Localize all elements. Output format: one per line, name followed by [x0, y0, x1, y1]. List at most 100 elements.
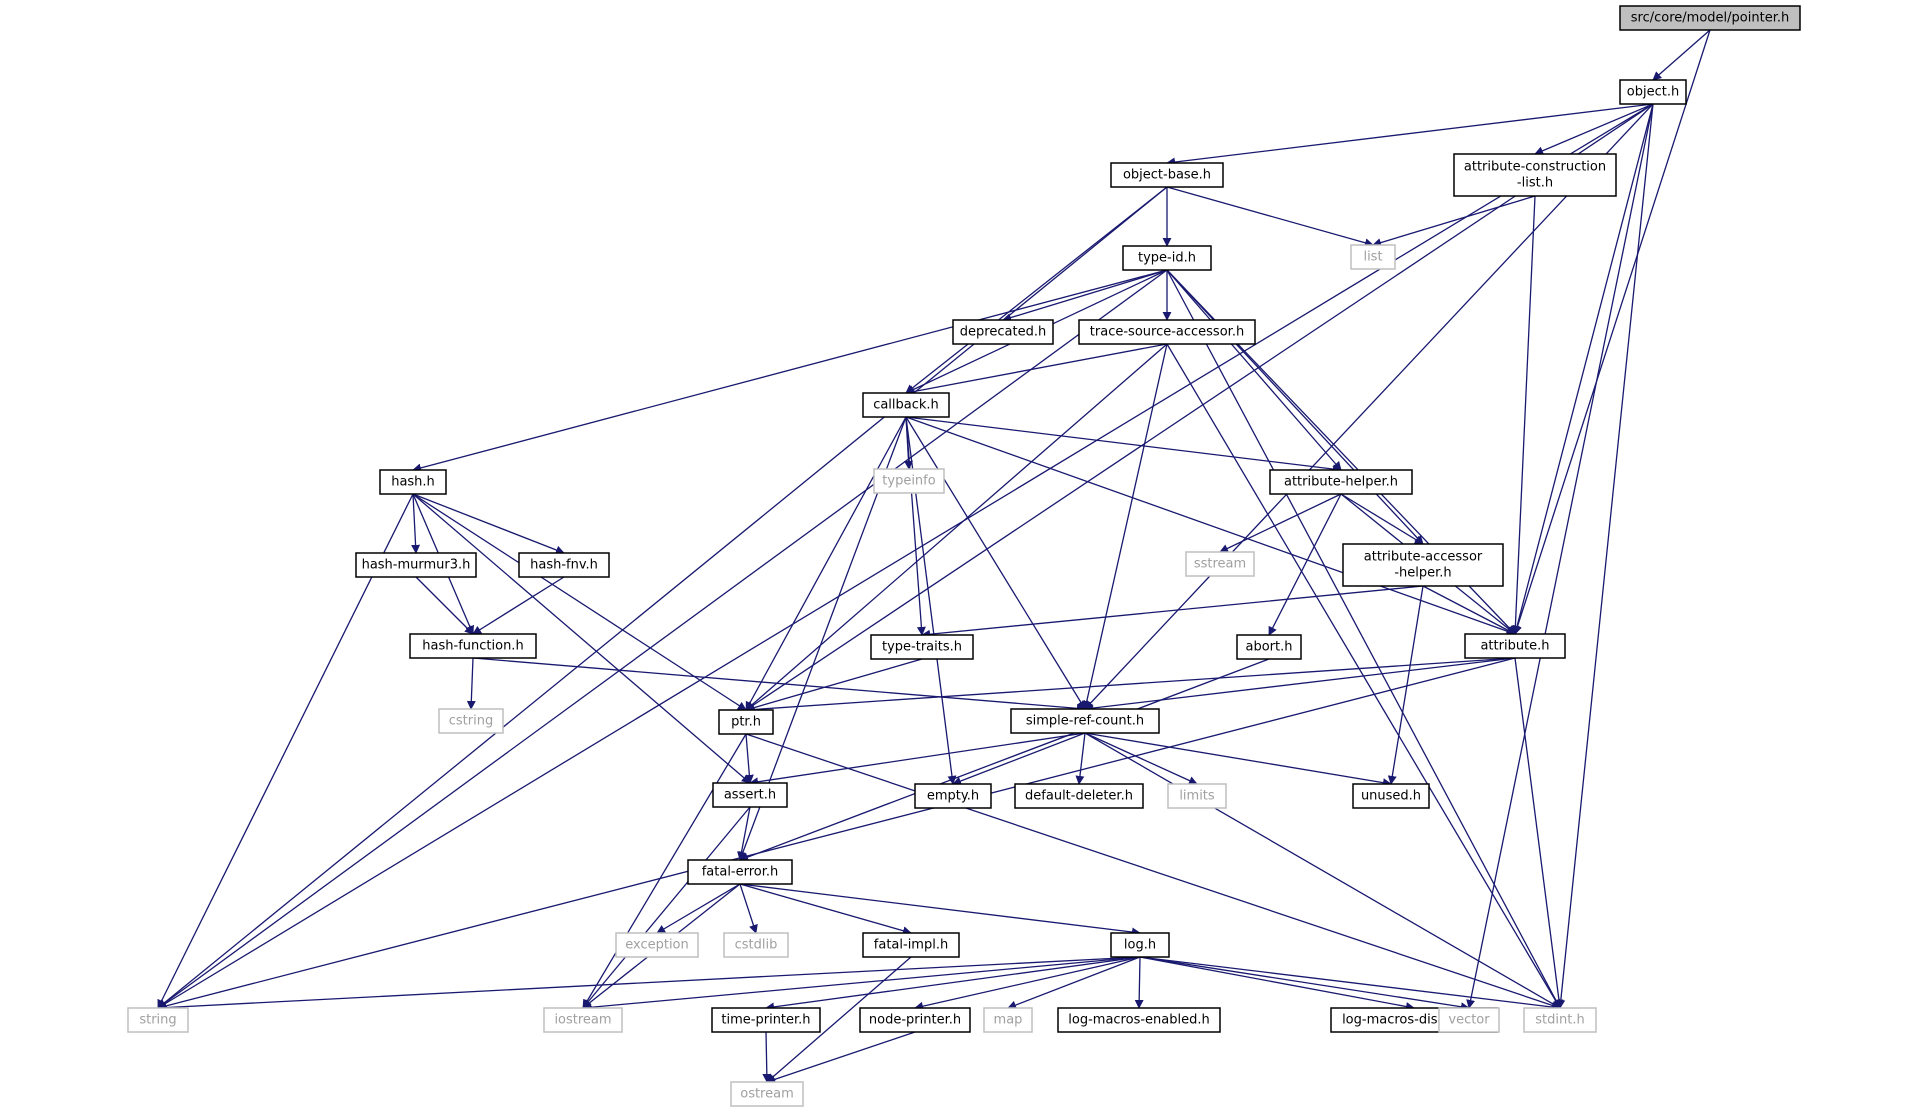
node-log-macros-enabled[interactable]: log-macros-enabled.h: [1057, 1007, 1221, 1033]
edge-object-to-attr-construction: [1534, 103, 1654, 155]
edge-line: [905, 186, 1168, 394]
node-empty[interactable]: empty.h: [914, 783, 992, 809]
node-hash-function[interactable]: hash-function.h: [409, 633, 537, 659]
node-attribute-helper[interactable]: attribute-helper.h: [1269, 469, 1413, 495]
node-string: string: [127, 1007, 189, 1033]
node-label: exception: [625, 938, 689, 953]
edge-line: [1084, 732, 1392, 788]
edge-line: [1372, 195, 1536, 247]
node-box: [983, 1007, 1033, 1033]
node-label: ptr.h: [731, 715, 761, 730]
edge-line: [1002, 269, 1168, 322]
edge-ptr-to-stdint: [745, 733, 1561, 1010]
node-object[interactable]: object.h: [1619, 79, 1687, 105]
edge-line: [745, 733, 1561, 1010]
edge-object-to-attribute: [1512, 103, 1654, 635]
node-label: trace-source-accessor.h: [1090, 325, 1244, 340]
node-box: [1619, 5, 1801, 31]
edge-fatal-impl-to-ostream: [766, 956, 912, 1083]
node-type-id[interactable]: type-id.h: [1122, 245, 1212, 271]
edge-line: [952, 732, 1086, 786]
edge-object-to-simple-ref-count: [1084, 103, 1654, 710]
edge-line: [1466, 103, 1654, 1009]
node-type-traits[interactable]: type-traits.h: [870, 634, 974, 660]
edge-log-to-log-macros-enabled: [1134, 956, 1144, 1009]
edge-simple-ref-count-to-unused: [1084, 732, 1392, 788]
node-fatal-impl[interactable]: fatal-impl.h: [862, 932, 960, 958]
node-pointer[interactable]: src/core/model/pointer.h: [1619, 5, 1801, 31]
node-vector: vector: [1438, 1007, 1500, 1033]
node-box: [379, 469, 447, 495]
node-hash-fnv[interactable]: hash-fnv.h: [518, 552, 610, 578]
edge-attribute-accessor-helper-to-attribute: [1422, 585, 1516, 635]
node-unused[interactable]: unused.h: [1352, 783, 1430, 809]
edge-line: [656, 883, 741, 934]
node-box: [730, 1081, 804, 1107]
edge-object-to-string: [157, 103, 1654, 1009]
node-time-printer[interactable]: time-printer.h: [711, 1007, 821, 1033]
node-deprecated[interactable]: deprecated.h: [952, 319, 1054, 345]
node-assert[interactable]: assert.h: [712, 782, 788, 808]
node-hash[interactable]: hash.h: [379, 469, 447, 495]
node-box: [355, 552, 477, 578]
node-box: [1464, 633, 1566, 659]
edge-line: [1084, 103, 1654, 710]
edge-line: [905, 416, 1086, 710]
node-attribute-accessor-helper[interactable]: attribute-accessor-helper.h: [1342, 543, 1504, 587]
node-trace-source-accessor[interactable]: trace-source-accessor.h: [1078, 319, 1256, 345]
edge-ptr-to-assert: [744, 733, 754, 784]
edge-fatal-error-to-fatal-impl: [739, 883, 912, 936]
edge-hash-function-to-simple-ref-count: [472, 657, 1086, 713]
node-box: [1523, 1007, 1597, 1033]
edge-line: [1134, 956, 1144, 1009]
edge-object-to-stdint: [1556, 103, 1654, 1009]
node-box: [873, 468, 945, 494]
edge-trace-source-accessor-to-callback: [905, 343, 1168, 396]
node-abort[interactable]: abort.h: [1236, 634, 1302, 660]
node-box: [711, 1007, 821, 1033]
edge-line: [739, 883, 912, 936]
node-box: [1352, 783, 1430, 809]
node-label: limits: [1179, 789, 1215, 804]
node-label: stdint.h: [1535, 1013, 1584, 1028]
node-object-base[interactable]: object-base.h: [1110, 162, 1224, 188]
node-simple-ref-count[interactable]: simple-ref-count.h: [1010, 708, 1160, 734]
edge-time-printer-to-ostream: [762, 1031, 772, 1083]
node-label: type-id.h: [1138, 251, 1196, 266]
node-label: string: [139, 1013, 176, 1028]
edge-hash-to-ptr: [412, 493, 747, 711]
edge-line: [157, 956, 1141, 1013]
edge-type-id-to-attribute-accessor-helper: [1166, 269, 1424, 545]
node-list: list: [1350, 244, 1396, 270]
edge-log-to-log-macros-disabled: [1139, 956, 1415, 1011]
edge-line: [1512, 103, 1654, 635]
edge-line: [905, 416, 1516, 636]
node-label: callback.h: [873, 398, 939, 413]
node-attr-construction[interactable]: attribute-construction-list.h: [1453, 153, 1617, 197]
node-ptr[interactable]: ptr.h: [718, 709, 774, 735]
node-node-printer[interactable]: node-printer.h: [859, 1007, 971, 1033]
node-label: object.h: [1627, 85, 1679, 100]
edge-line: [1166, 186, 1374, 248]
edge-line: [1422, 585, 1516, 635]
node-attribute[interactable]: attribute.h: [1464, 633, 1566, 659]
node-hash-murmur3[interactable]: hash-murmur3.h: [355, 552, 477, 578]
node-box: [1453, 153, 1617, 197]
edge-line: [1139, 956, 1561, 1012]
edge-simple-ref-count-to-assert: [749, 732, 1086, 787]
edge-line: [745, 658, 923, 713]
edge-pointer-to-object: [1652, 29, 1711, 81]
node-callback[interactable]: callback.h: [862, 392, 950, 418]
node-label: simple-ref-count.h: [1026, 714, 1144, 729]
edge-line: [412, 493, 747, 711]
node-label: map: [994, 1013, 1023, 1028]
node-log[interactable]: log.h: [1110, 932, 1170, 958]
node-box: [1110, 932, 1170, 958]
node-label: unused.h: [1361, 789, 1421, 804]
edge-line: [1387, 585, 1424, 785]
node-ostream: ostream: [730, 1081, 804, 1107]
node-fatal-error[interactable]: fatal-error.h: [687, 859, 793, 885]
edge-attr-construction-to-list: [1372, 195, 1536, 247]
edge-line: [157, 657, 1516, 1011]
node-default-deleter[interactable]: default-deleter.h: [1014, 783, 1144, 809]
